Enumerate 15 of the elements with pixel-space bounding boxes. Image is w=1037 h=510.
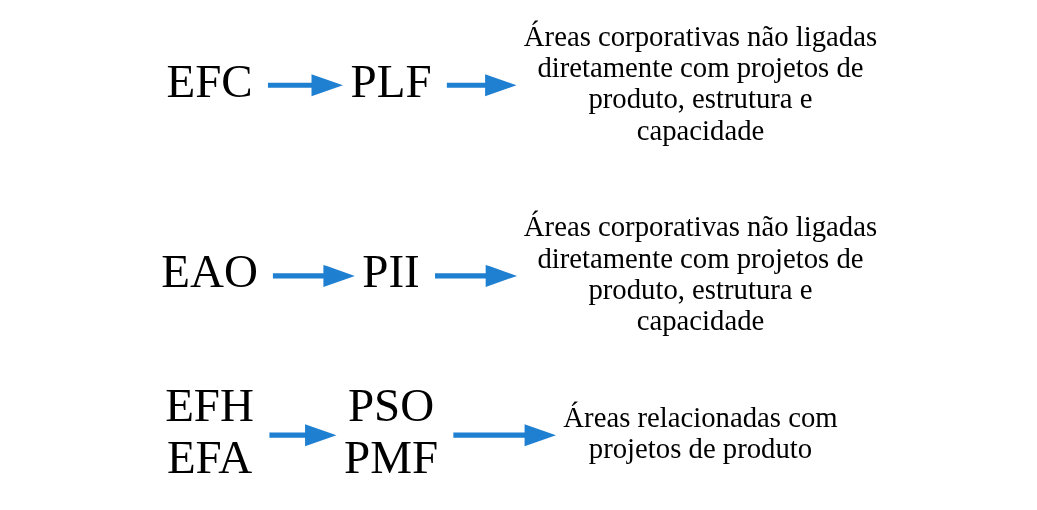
node-text: EFC (165, 54, 253, 107)
arrow (272, 264, 355, 287)
node-text: PLF (350, 54, 432, 107)
node-text: PSO PMF (343, 378, 438, 483)
arrow (434, 264, 517, 287)
node-text: EAO (160, 245, 258, 298)
arrow (268, 424, 336, 447)
node-text: Áreas relacionadas com projetos de produto (562, 400, 838, 465)
arrow (267, 74, 343, 97)
arrow (446, 74, 517, 97)
node-text: Áreas corporativas não ligadas diretamente com projetos de produto, estrutura e capacidade (523, 210, 877, 337)
arrow (452, 424, 556, 447)
node-text: PII (361, 245, 420, 298)
node-text: Áreas corporativas não ligadas diretamente com projetos de produto, estrutura e capacidade (523, 19, 877, 146)
node-text: EFH EFA (164, 378, 254, 483)
